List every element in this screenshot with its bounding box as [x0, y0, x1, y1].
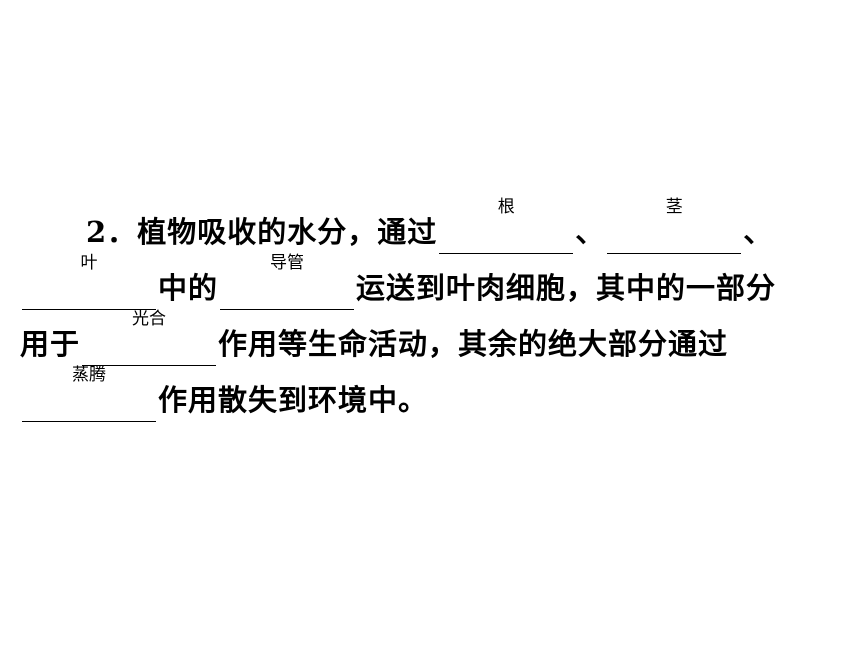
- answer-blank-6: 蒸腾: [22, 365, 156, 422]
- question-text-segment: 作用散失到环境中。: [158, 383, 429, 417]
- answer-blank-2: 茎: [607, 197, 742, 254]
- answer-blank-4: 导管: [220, 253, 355, 310]
- answer-blank-1: 根: [439, 197, 574, 254]
- handwritten-answer-3: 叶: [80, 253, 98, 273]
- handwritten-answer-6: 蒸腾: [72, 365, 106, 385]
- handwritten-answer-4: 导管: [270, 253, 305, 273]
- question-text-segment: 用于: [20, 327, 81, 361]
- separator-comma: 、: [743, 215, 774, 249]
- question-text-segment: 植物吸收的水分，通过: [137, 215, 438, 249]
- handwritten-answer-5: 光合: [132, 309, 167, 329]
- question-line-1: 2．植物吸收的水分，通过 根、 茎、: [86, 197, 774, 254]
- question-text-segment: 作用等生命活动，其余的绝大部分通过: [218, 327, 729, 361]
- question-text-segment: 运送到叶肉细胞，其中的一部分: [356, 271, 777, 305]
- handwritten-answer-1: 根: [497, 197, 515, 217]
- separator-comma: 、: [575, 215, 606, 249]
- question-line-2: 叶中的 导管运送到叶肉细胞，其中的一部分: [20, 253, 777, 310]
- answer-blank-5: 光合: [82, 309, 217, 366]
- question-line-4: 蒸腾作用散失到环境中。: [20, 365, 429, 422]
- question-line-3: 用于 光合作用等生命活动，其余的绝大部分通过: [20, 309, 729, 366]
- answer-blank-3: 叶: [22, 253, 156, 310]
- question-number: 2．: [86, 215, 138, 249]
- handwritten-answer-2: 茎: [665, 197, 683, 217]
- question-text-segment: 中的: [158, 271, 219, 305]
